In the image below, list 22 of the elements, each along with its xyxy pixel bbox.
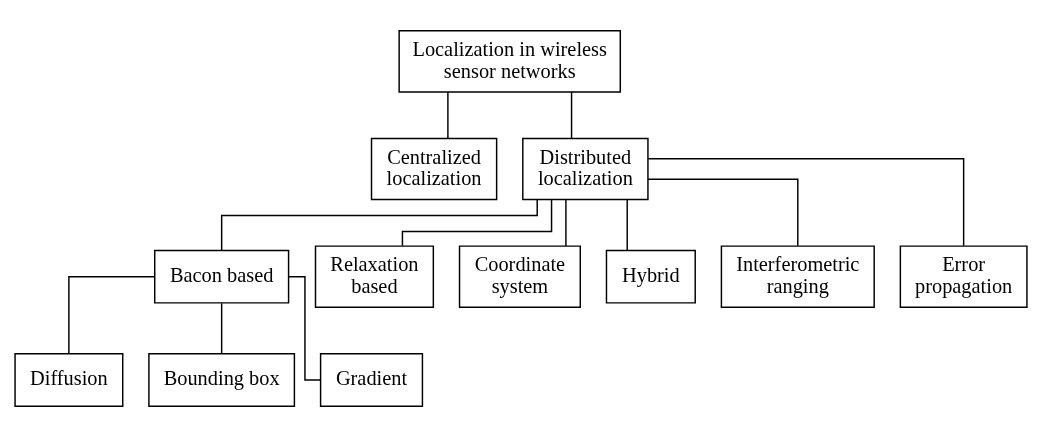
node-box: Distributed localization [522,137,649,200]
connector [647,157,965,246]
node-box: Error propagation [899,244,1028,308]
connector [220,302,223,354]
connector [68,275,156,354]
node-box: Diffusion [14,352,124,407]
connector [570,90,573,139]
node-box: Localization in wireless sensor networks [398,29,622,93]
connector [626,198,628,251]
connector [220,198,538,251]
node-box: Bacon based [154,249,290,304]
node-box: Coordinate system [458,244,581,308]
connector [288,275,322,381]
node-box: Interferometric ranging [720,244,875,308]
connector [647,178,799,247]
node-box: Bounding box [148,352,296,407]
node-box: Centralized localization [370,137,498,200]
connector [447,90,449,139]
connector [565,198,567,247]
node-box: Gradient [319,352,424,407]
node-box: Relaxation based [314,244,435,308]
node-box: Hybrid [605,249,696,304]
